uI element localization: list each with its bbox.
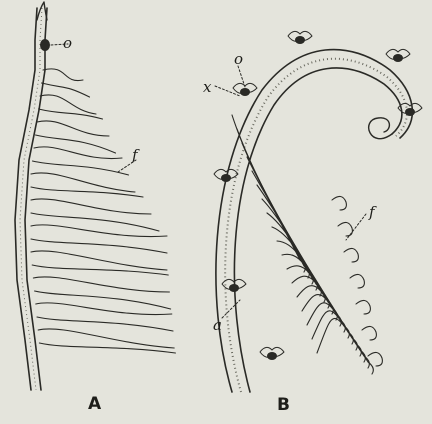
panel-a-letter: A (88, 396, 101, 413)
panel-b-label-f: f (369, 205, 375, 220)
panel-b-filament (277, 241, 341, 326)
panel-b-filament (317, 318, 373, 374)
panel-a-filament (31, 213, 159, 231)
panel-a-filament (33, 277, 169, 292)
panel-a-filament (31, 225, 167, 237)
panel-b-filament (237, 129, 309, 278)
panel-b-filament-tip (356, 300, 370, 314)
panel-a-filament (43, 69, 83, 81)
panel-b-curl-tip (369, 118, 392, 139)
panel-b-filament (267, 213, 333, 314)
panel-b-stalk-edge (234, 68, 401, 392)
panel-b-filament (262, 199, 329, 308)
panel-b-filament-tip (362, 326, 376, 340)
panel-b-leader-f (346, 214, 366, 240)
panel-b-letter: B (277, 397, 290, 414)
panel-a-organ (40, 39, 50, 51)
panel-b-filament-tip (344, 248, 358, 262)
panel-a-filament (31, 199, 151, 214)
panel-a-filament (31, 187, 143, 197)
panel-a-filament (34, 147, 122, 159)
panel-a-filament (36, 135, 116, 153)
panel-b-filament-tip (350, 274, 364, 288)
panel-a-filament (32, 265, 168, 275)
panel-b-filament (287, 266, 349, 338)
panel-b-filament (302, 294, 361, 356)
panel-b-filament (297, 286, 357, 350)
panel-a-filament (39, 343, 175, 353)
panel-b-leader-a (222, 300, 240, 318)
panel-a-tip (37, 2, 47, 20)
panel-b-label-a: a (213, 318, 222, 333)
panel-a-filament (35, 291, 171, 309)
panel-a-filament (37, 121, 109, 136)
panel-a-label-o: o (63, 36, 72, 51)
panel-b-filament-tip (332, 196, 346, 210)
panel-b-label-o: o (234, 52, 243, 67)
panel-a-label-f: f (132, 148, 138, 163)
panel-b-label-x: x (203, 80, 211, 95)
panel-b-stalk-hatching (225, 59, 407, 392)
panel-b-filament (292, 276, 353, 344)
panel-b-leader-o (238, 66, 246, 90)
panel-a-drawing (15, 2, 175, 390)
panel-b-stalk-edge (216, 50, 412, 392)
panel-b-drawing (214, 31, 422, 392)
